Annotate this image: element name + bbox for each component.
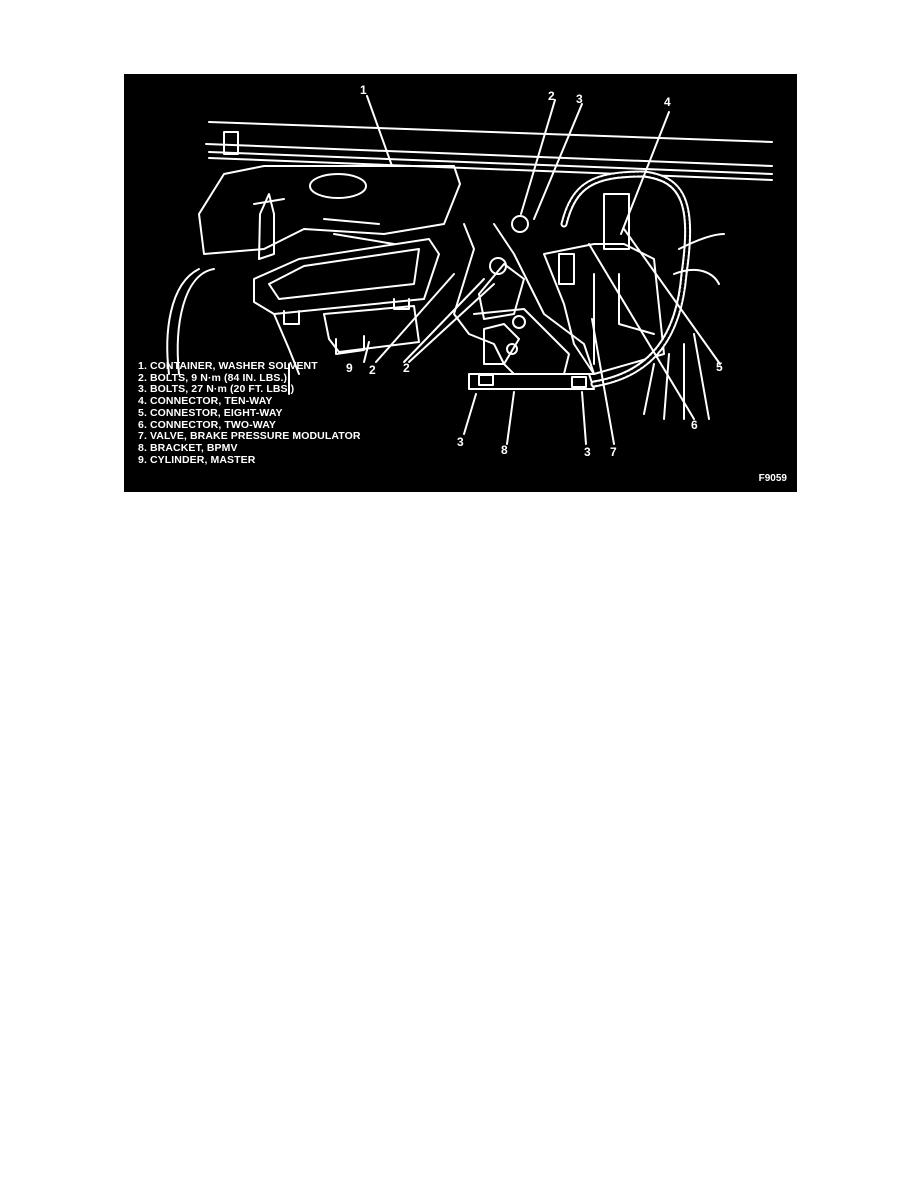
legend-item: 4. CONNECTOR, TEN-WAY [138, 395, 273, 408]
diagram-linework [166, 95, 773, 445]
callout-3: 3 [584, 445, 591, 459]
legend-item: 1. CONTAINER, WASHER SOLVENT [138, 360, 318, 372]
callout-6: 6 [691, 418, 698, 432]
callout-7: 7 [610, 445, 617, 459]
callout-3: 3 [576, 92, 583, 106]
bpmv-location-diagram: 1 2 3 4 9 2 2 5 6 3 8 3 7 1. CONTAINER, … [124, 74, 797, 492]
callout-4: 4 [664, 95, 671, 109]
callout-2: 2 [548, 89, 555, 103]
figure-id: F9059 [758, 473, 787, 484]
legend-item: 6. CONNECTOR, TWO-WAY [138, 418, 277, 431]
legend-item: 5. CONNESTOR, EIGHT-WAY [138, 406, 283, 419]
legend-item: 7. VALVE, BRAKE PRESSURE MODULATOR [138, 430, 361, 443]
legend-item: 3. BOLTS, 27 N·m (20 FT. LBS.) [138, 383, 295, 396]
legend-item: 8. BRACKET, BPMV [138, 441, 238, 454]
parts-legend: 1. CONTAINER, WASHER SOLVENT 2. BOLTS, 9… [138, 360, 361, 466]
legend-item: 9. CYLINDER, MASTER [138, 453, 256, 466]
callout-9: 9 [346, 361, 353, 375]
callout-3: 3 [457, 435, 464, 449]
callout-1: 1 [360, 83, 367, 97]
callout-8: 8 [501, 443, 508, 457]
callout-2: 2 [403, 361, 410, 375]
callout-5: 5 [716, 360, 723, 374]
legend-item: 2. BOLTS, 9 N·m (84 IN. LBS.) [138, 371, 288, 384]
callout-2: 2 [369, 363, 376, 377]
